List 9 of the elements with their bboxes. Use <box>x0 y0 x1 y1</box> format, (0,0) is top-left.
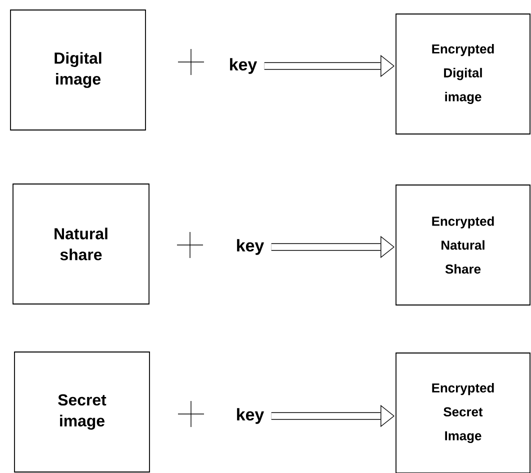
key-label: key <box>237 239 264 255</box>
output-box: Encrypted Natural Share <box>396 184 530 306</box>
key-label: key <box>230 58 258 74</box>
input-box: Secret image <box>14 352 150 472</box>
output-box: Encrypted Secret Image <box>396 352 530 473</box>
key-label: key <box>237 408 264 424</box>
output-box: Encrypted Digital image <box>396 14 530 134</box>
input-box: Natural share <box>12 184 150 304</box>
input-box: Digital image <box>10 10 146 130</box>
